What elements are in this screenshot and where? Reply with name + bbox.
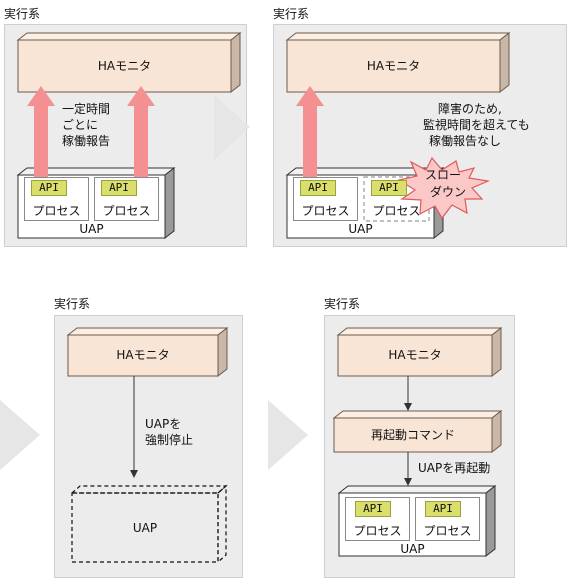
panel4-arrow-to-uap [404,452,412,486]
panel4-restart-command-box [332,409,503,454]
panel1-monitor-label: HAモニタ [97,59,152,73]
panel1-report-arrow-left [27,86,55,200]
panel1-api-tag-1: API [31,180,67,196]
panel1-note-line2: ごとに [62,118,99,132]
panel3-stopped-uap-box [70,484,228,564]
panel3-title: 実行系 [54,297,91,311]
panel3-stop-arrow [130,376,138,478]
panel2-note-line2: 監視時間を超えても [423,118,530,132]
panel2-note-line3: 稼働報告なし [429,134,502,148]
panel1-api-tag-2: API [101,180,137,196]
panel1-process-label-2: プロセス [102,204,151,218]
panel1-uap-label: UAP [79,222,104,236]
panel4-uap-label: UAP [400,542,425,556]
panel4-process-label-1: プロセス [353,524,402,538]
panel1-note-line1: 一定時間 [62,102,111,116]
panel2-uap-label: UAP [348,222,373,236]
panel1-monitor-box [16,31,242,94]
panel2-report-arrow [296,86,324,200]
panel2-title: 実行系 [273,7,310,21]
panel4-restart-command-label: 再起動コマンド [370,428,455,442]
panel4-monitor-box [336,326,503,378]
panel3-note-line1: UAPを [145,417,182,431]
panel2-api-tag-1: API [300,180,336,196]
panel2-monitor-box [285,31,511,94]
panel2-burst-line1: スロー [424,168,461,182]
panel2-monitor-label: HAモニタ [366,59,421,73]
panel4-arrow-to-restart [404,376,412,411]
panel2-note-line1: 障害のため, [438,102,502,116]
panel2-process-label-2: プロセス [372,204,421,218]
panel3-monitor-label: HAモニタ [116,348,170,362]
panel2-burst-line2: ダウン [429,185,466,199]
panel4-restart-note: UAPを再起動 [418,461,491,475]
panel4-process-label-2: プロセス [423,524,472,538]
panel2-slowdown-burst [397,156,491,220]
panel2-process-label-1: プロセス [301,204,350,218]
panel3-monitor-box [66,326,229,378]
panel1-process-label-1: プロセス [32,204,81,218]
panel2-api-tag-2: API [371,180,407,196]
panel4-api-tag-1: API [355,501,391,517]
panel4-api-tag-2: API [425,501,461,517]
panel1-title: 実行系 [4,7,41,21]
panel3-note-line2: 強制停止 [145,433,194,447]
panel4-title: 実行系 [324,297,361,311]
panel1-note-line3: 稼働報告 [62,134,111,148]
panel1-report-arrow-right [127,86,155,200]
panel3-uap-label: UAP [132,521,158,535]
panel4-monitor-label: HAモニタ [388,348,442,362]
